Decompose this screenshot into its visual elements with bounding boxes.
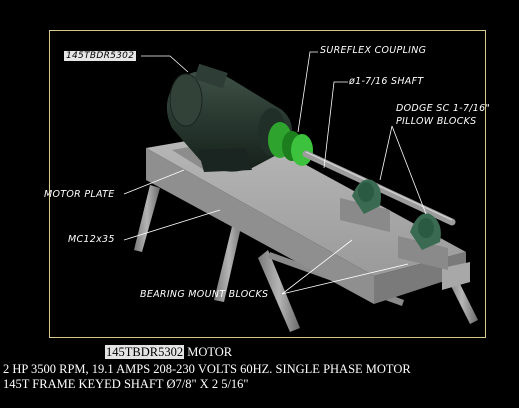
caption-model-tag: 145TBDR5302 xyxy=(105,345,185,359)
caption-line-3: 145T FRAME KEYED SHAFT Ø7/8" X 2 5/16" xyxy=(3,377,249,391)
shaft-highlight xyxy=(305,151,453,221)
coupling-label: SUREFLEX COUPLING xyxy=(320,45,427,56)
pillow-block-2 xyxy=(398,213,448,270)
channel-label: MC12x35 xyxy=(68,234,115,245)
pillow-block-label-line2: PILLOW BLOCKS xyxy=(396,116,477,127)
shaft-label: ø1-7/16 SHAFT xyxy=(349,76,424,87)
bearing-mount-label: BEARING MOUNT BLOCKS xyxy=(140,289,269,300)
motor-plate-label: MOTOR PLATE xyxy=(44,189,115,200)
leader-lines xyxy=(123,51,427,295)
caption-line-2: 2 HP 3500 RPM, 19.1 AMPS 208-230 VOLTS 6… xyxy=(3,362,411,376)
drawing-frame xyxy=(49,30,486,338)
pillow-block-label-line1: DODGE SC 1-7/16" xyxy=(396,103,491,114)
caption-title-suffix: MOTOR xyxy=(184,345,233,359)
model-tag-label: 145TBDR5302 xyxy=(64,51,137,61)
pillow-block-1 xyxy=(340,179,390,232)
electric-motor xyxy=(166,63,293,172)
caption-line-1: 145TBDR5302 MOTOR xyxy=(105,345,232,359)
